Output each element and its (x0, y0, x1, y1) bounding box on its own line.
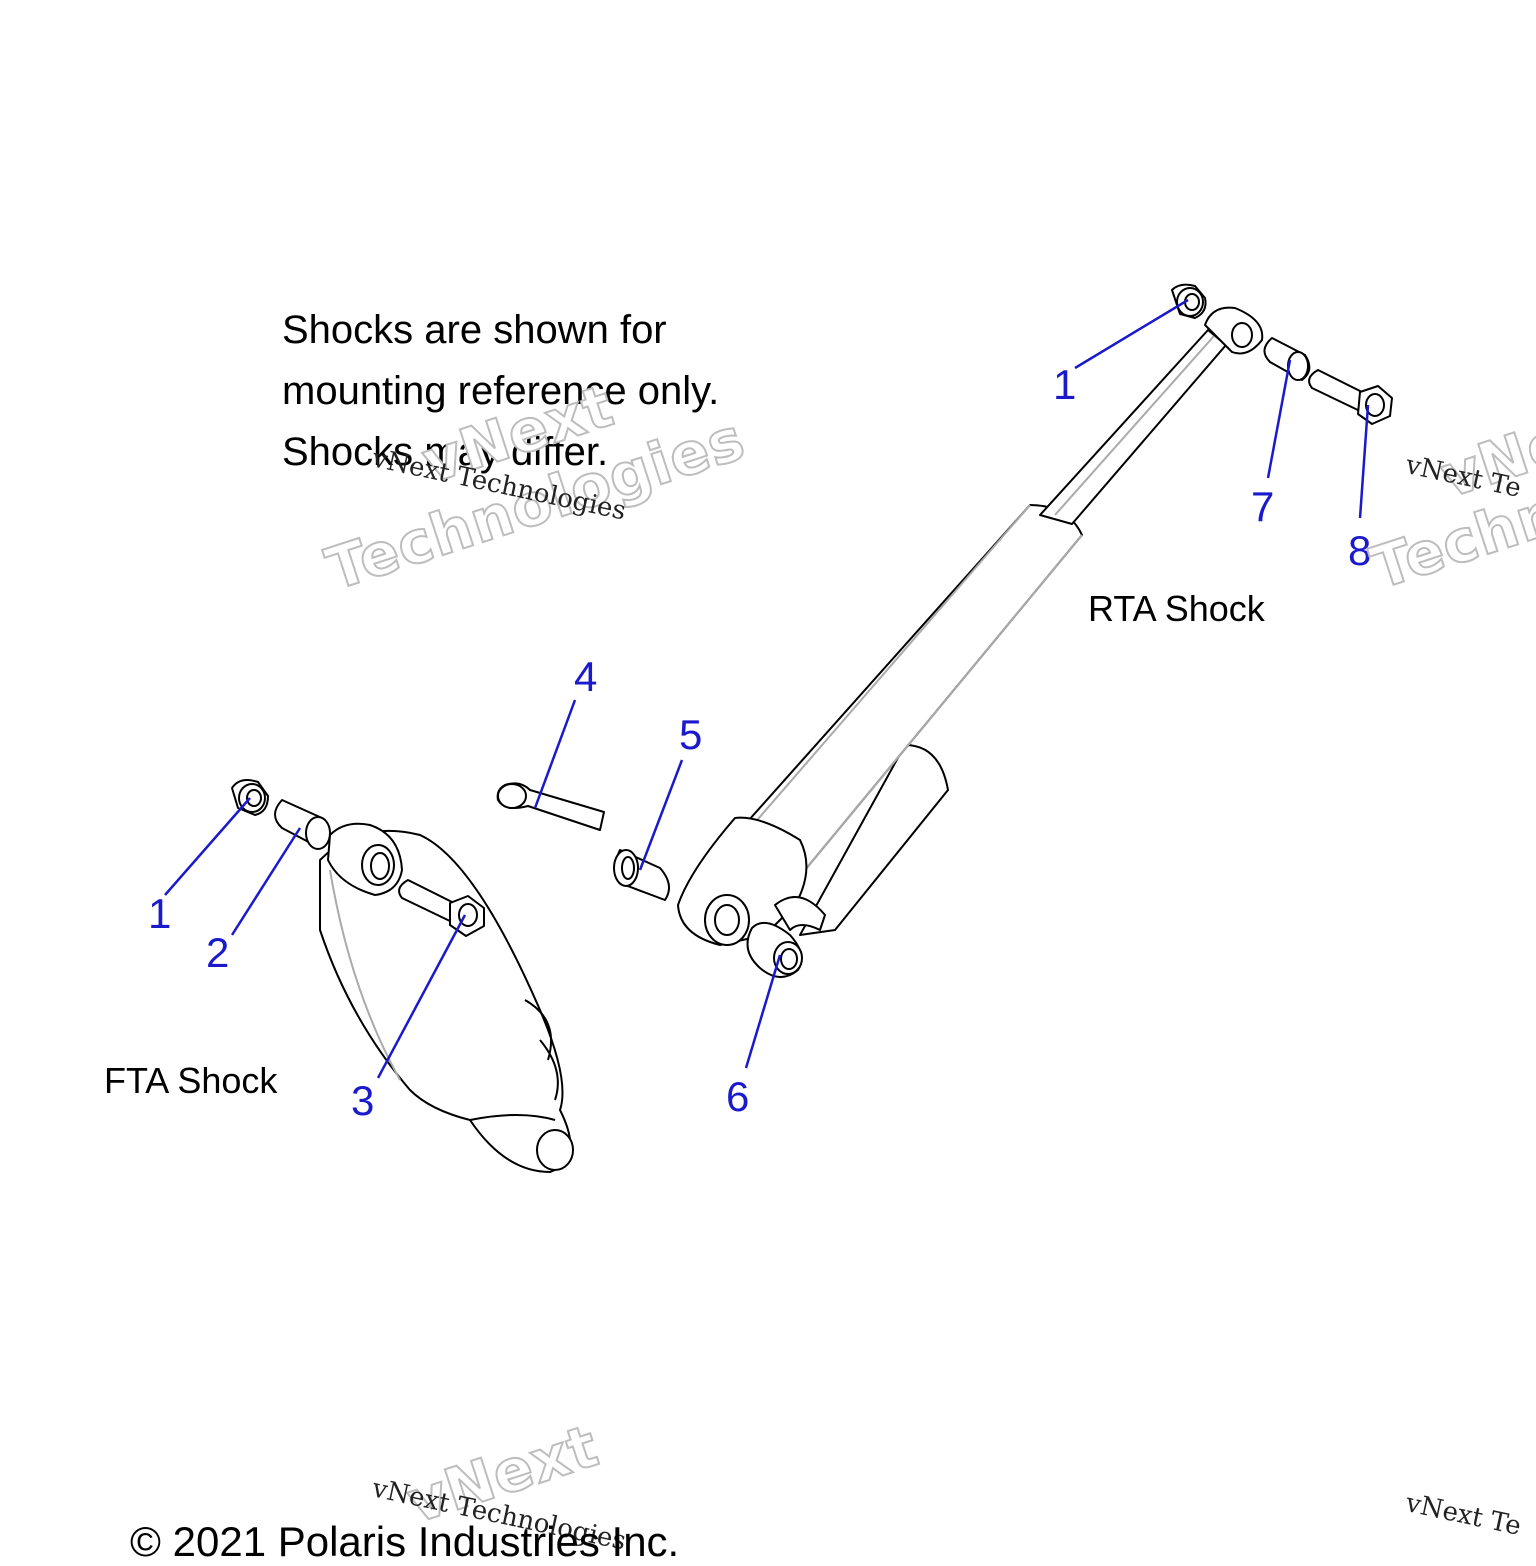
rta-shock-label: RTA Shock (1088, 588, 1265, 629)
part-4-bolt (496, 782, 605, 831)
leader-lines (164, 298, 1370, 1079)
fta-shock-label: FTA Shock (104, 1060, 278, 1101)
part-5-bushing (613, 849, 670, 901)
part-7-spacer (1263, 337, 1311, 381)
callout-8: 8 (1348, 527, 1372, 574)
callout-1-fta: 1 (148, 890, 172, 937)
fta-shock-drawing (319, 822, 574, 1173)
mounting-note: Shocks are shown for mounting reference … (282, 300, 719, 483)
callout-1-rta: 1 (1053, 361, 1077, 408)
part-1-rta-nut (1171, 283, 1207, 319)
note-line-1: Shocks are shown for (282, 308, 667, 352)
part-6-bushing (746, 921, 803, 978)
note-line-2: mounting reference only. (282, 369, 720, 413)
note-line-3: Shocks may differ. (282, 430, 609, 474)
callout-4: 4 (574, 653, 598, 700)
part-2-spacer (274, 799, 331, 850)
callout-5: 5 (679, 711, 703, 758)
rta-shock-drawing (677, 306, 1264, 946)
copyright-text: © 2021 Polaris Industries Inc. (130, 1518, 680, 1565)
part-8-bolt (1308, 369, 1393, 425)
callout-6: 6 (726, 1073, 750, 1120)
part-1-fta-nut (231, 779, 269, 816)
callout-7: 7 (1251, 483, 1275, 530)
callout-3: 3 (351, 1077, 375, 1124)
callout-2: 2 (206, 929, 230, 976)
